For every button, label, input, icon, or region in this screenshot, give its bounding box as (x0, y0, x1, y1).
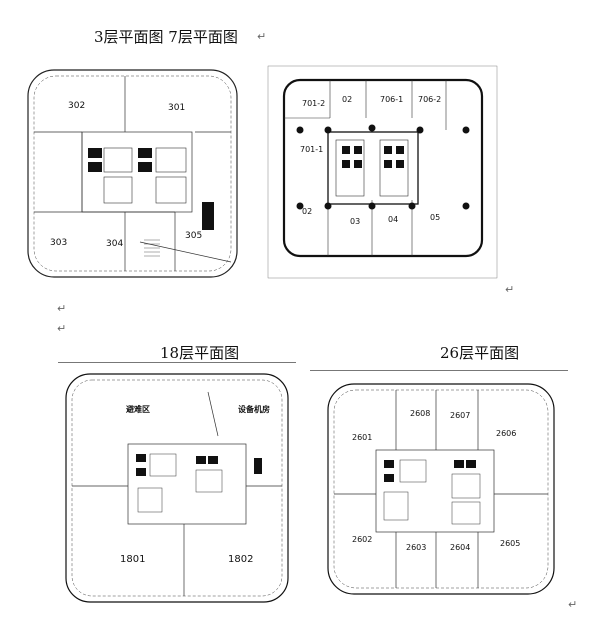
floor-plan-3f: 302 301 303 304 305 (27, 69, 238, 278)
room-label: 避难区 (126, 404, 150, 414)
caption-18: 18层平面图 (160, 344, 240, 362)
caption-26: 26层平面图 (440, 344, 520, 362)
room-label: 1802 (228, 554, 253, 565)
room-label: 1801 (120, 554, 145, 565)
floor-plan-18f: 避难区 设备机房 1801 1802 (65, 373, 289, 603)
caption-3-7: 3层平面图 7层平面图 (94, 28, 238, 46)
room-label: 2601 (352, 433, 372, 442)
room-label: 04 (388, 215, 398, 224)
paragraph-mark: ↵ (257, 30, 267, 43)
room-label: 2608 (410, 409, 430, 418)
room-label: 2603 (406, 543, 426, 552)
room-label: 05 (430, 213, 440, 222)
room-label: 701-2 (302, 99, 325, 108)
room-label: 303 (50, 238, 67, 248)
room-label: 706-2 (418, 95, 441, 104)
paragraph-mark: ↵ (505, 283, 515, 296)
room-label: 2604 (450, 543, 470, 552)
floor-plan-26f: 2608 2607 2601 2606 2602 2603 2604 2605 (327, 383, 555, 595)
room-label: 02 (302, 207, 312, 216)
room-label: 2607 (450, 411, 470, 420)
paragraph-mark: ↵ (57, 322, 67, 335)
room-label: 02 (342, 95, 352, 104)
room-label: 701-1 (300, 145, 323, 154)
scan-edge (58, 362, 296, 363)
room-label: 302 (68, 101, 85, 111)
room-label: 03 (350, 217, 360, 226)
scan-edge (310, 370, 568, 371)
paragraph-mark: ↵ (568, 598, 578, 611)
room-label: 2605 (500, 539, 520, 548)
paragraph-mark: ↵ (57, 302, 67, 315)
floor-plan-7f: 701-2 02 706-1 706-2 701-1 02 03 04 05 (267, 65, 498, 279)
room-label: 305 (185, 231, 202, 241)
room-label: 设备机房 (238, 404, 270, 414)
room-label: 706-1 (380, 95, 403, 104)
room-label: 2602 (352, 535, 372, 544)
room-label: 304 (106, 239, 123, 249)
room-label: 301 (168, 103, 185, 113)
room-label: 2606 (496, 429, 516, 438)
